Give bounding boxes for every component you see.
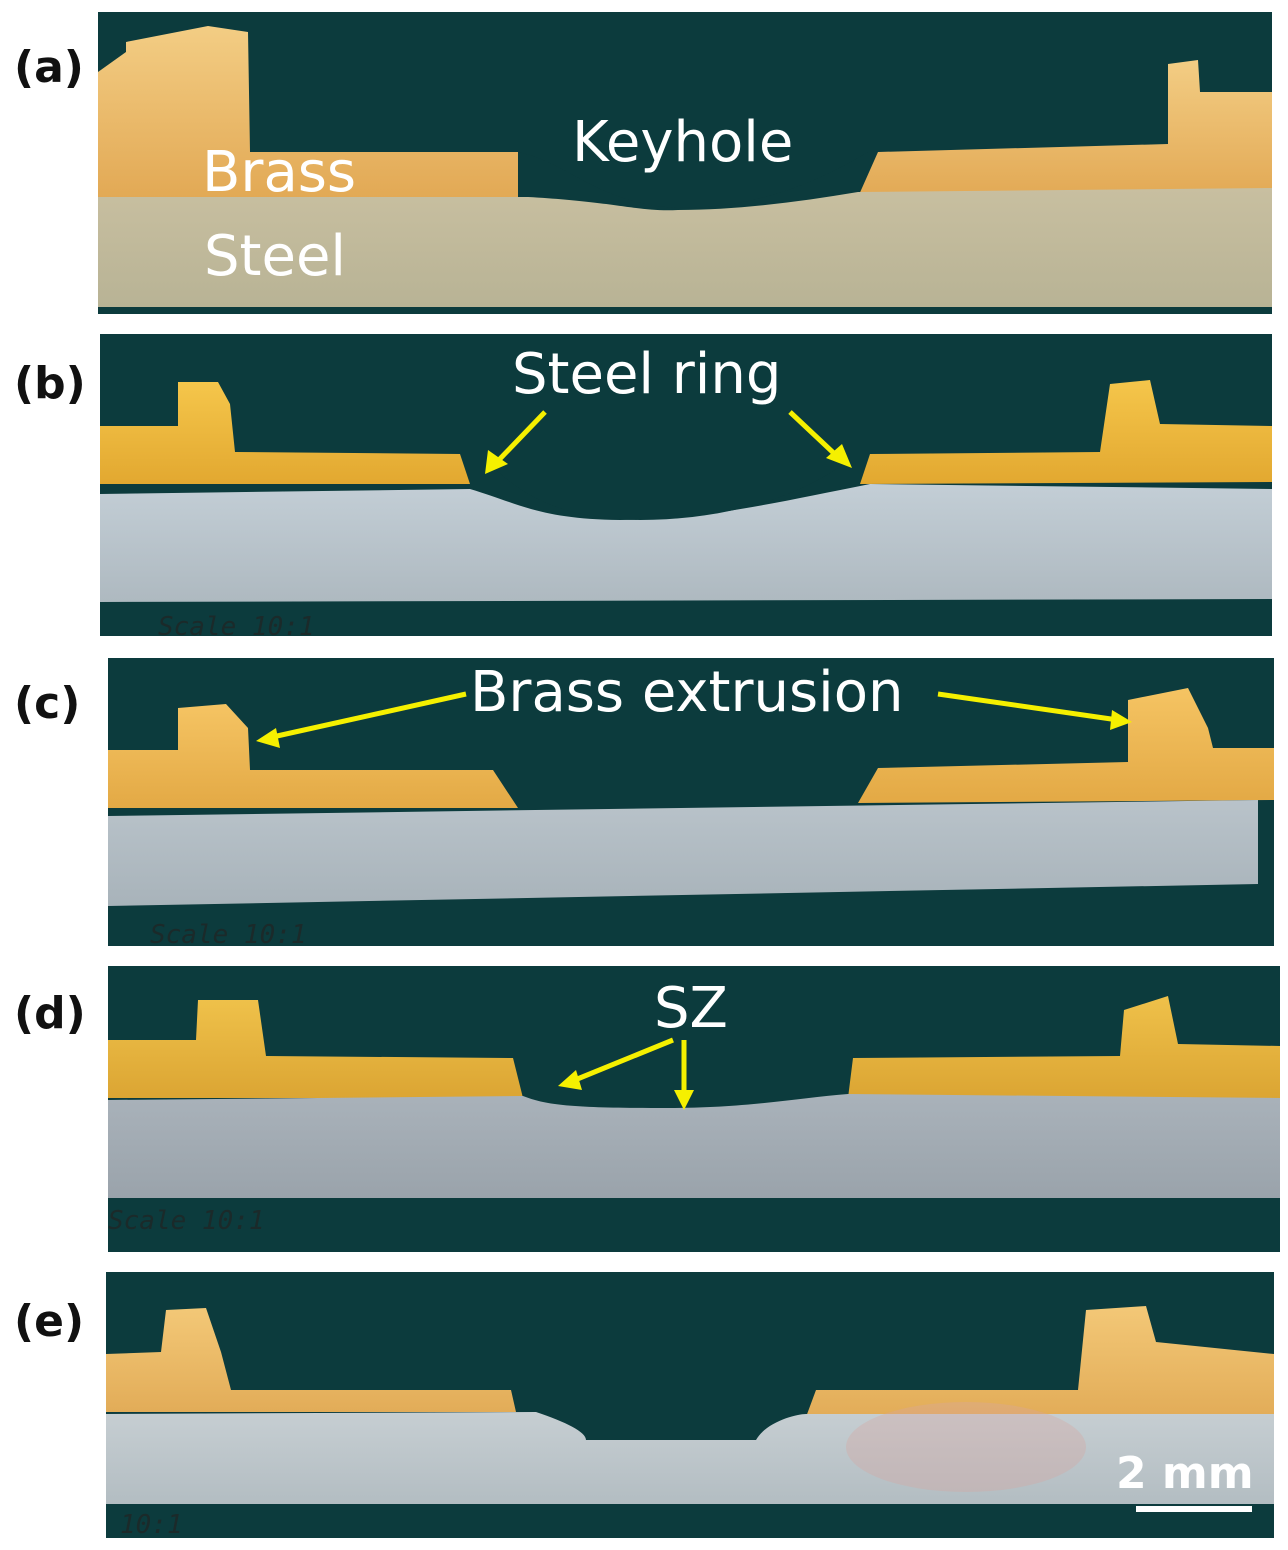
sz-arrows xyxy=(558,1037,694,1110)
steel-sheet xyxy=(98,188,1272,307)
brass-sheet-right xyxy=(848,996,1280,1098)
panel-label-e: (e) xyxy=(14,1296,85,1347)
panel-b-micrograph: Steel ring Scale 10:1 xyxy=(100,334,1272,636)
brass-sheet-left xyxy=(108,704,518,808)
keyhole-cavity xyxy=(490,334,850,520)
keyhole-cavity xyxy=(518,12,868,208)
steel-ring-arrows xyxy=(485,410,852,474)
panel-e-micrograph: 10:1 2 mm xyxy=(106,1272,1274,1538)
panel-label-d: (d) xyxy=(14,988,86,1039)
steel-sheet xyxy=(108,800,1258,906)
panel-a-micrograph: Keyhole Brass Steel xyxy=(98,12,1272,314)
panel-d-cross-section xyxy=(108,996,1280,1198)
label-keyhole: Keyhole xyxy=(572,110,794,175)
brass-extrusion-arrows xyxy=(256,691,1132,748)
brass-sheet-left xyxy=(108,1000,523,1098)
steel-sheet xyxy=(106,1412,1274,1504)
label-steel: Steel xyxy=(204,224,346,289)
panel-c-micrograph: Brass extrusion Scale 10:1 xyxy=(108,658,1274,946)
brass-sheet-left xyxy=(106,1308,516,1412)
panel-c-cross-section xyxy=(108,688,1274,906)
brass-sheet-right xyxy=(858,60,1272,197)
panel-a-cross-section xyxy=(98,12,1272,307)
label-brass-extrusion: Brass extrusion xyxy=(470,660,904,725)
steel-sheet xyxy=(100,484,1272,602)
label-steel-ring: Steel ring xyxy=(512,342,782,407)
brass-sheet-right xyxy=(860,380,1272,484)
brass-sheet-right xyxy=(858,688,1274,803)
brass-sheet-left xyxy=(100,382,470,484)
keyhole-cavity xyxy=(586,1390,756,1440)
panel-label-c: (c) xyxy=(14,678,81,729)
brass-sheet-right xyxy=(806,1306,1274,1417)
panel-d-micrograph: SZ Scale 10:1 xyxy=(108,966,1280,1252)
label-brass: Brass xyxy=(202,140,357,205)
label-sz: SZ xyxy=(654,976,728,1041)
scale-note-b: Scale 10:1 xyxy=(158,612,315,636)
brass-sheet-left xyxy=(98,26,518,197)
scale-bar-line xyxy=(1136,1506,1252,1512)
scale-note-d: Scale 10:1 xyxy=(108,1206,265,1236)
panel-label-a: (a) xyxy=(14,42,84,93)
discoloration-patch xyxy=(846,1402,1086,1492)
panel-e-cross-section xyxy=(106,1306,1274,1504)
scale-note-c: Scale 10:1 xyxy=(150,920,307,946)
steel-sheet xyxy=(108,1094,1280,1198)
panel-b-cross-section xyxy=(100,334,1272,602)
scale-note-e: 10:1 xyxy=(120,1510,183,1538)
panel-label-b: (b) xyxy=(14,358,86,409)
scale-bar-label: 2 mm xyxy=(1116,1448,1254,1499)
